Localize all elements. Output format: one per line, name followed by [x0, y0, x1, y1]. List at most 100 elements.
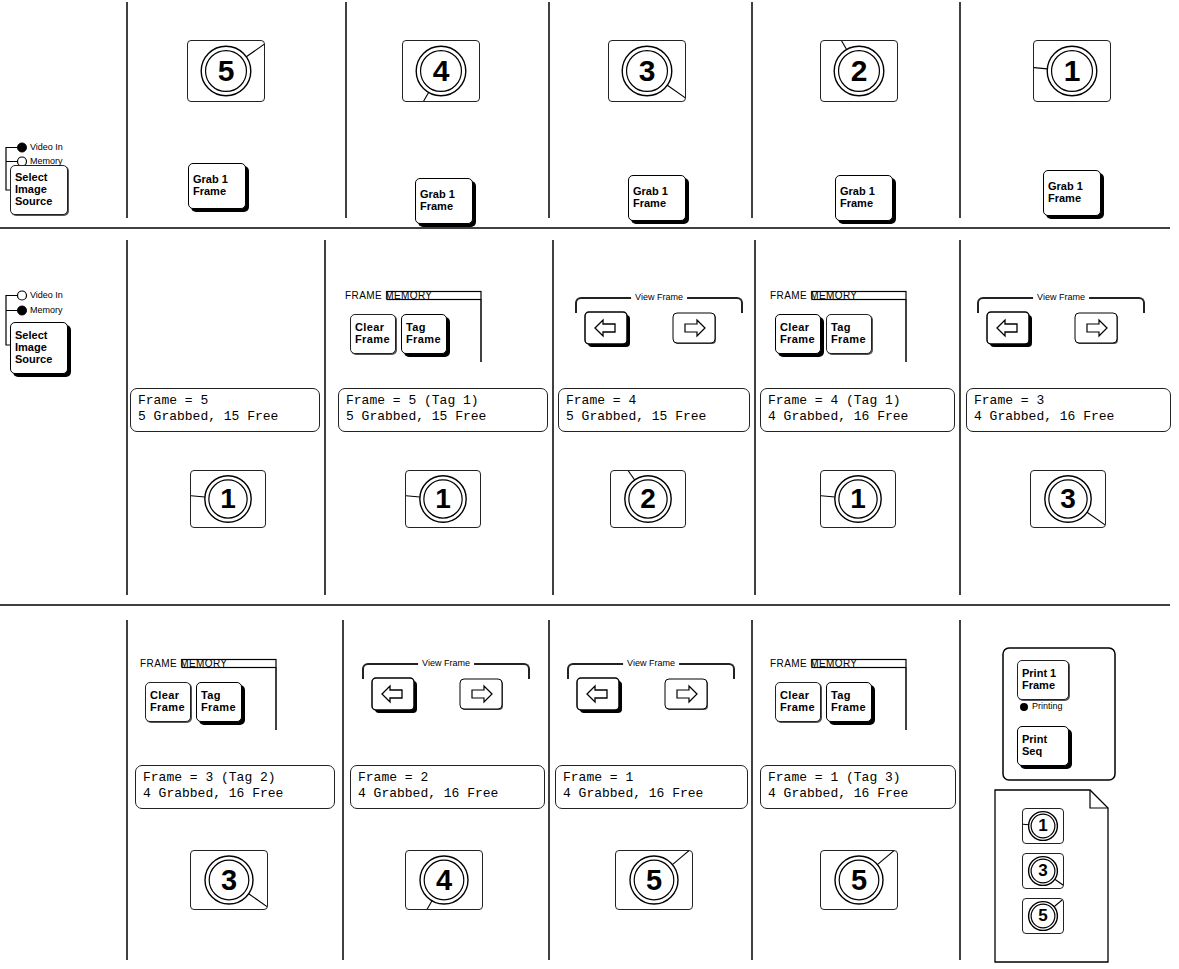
status-line: 4 Grabbed, 16 Free — [768, 786, 948, 802]
screen-frame: 1 — [1033, 40, 1111, 102]
button-label: Grab 1 Frame — [633, 186, 681, 210]
panel-heading: View Frame — [631, 292, 687, 303]
status-line: Frame = 5 (Tag 1) — [346, 393, 540, 409]
clear-button: Clear Frame — [350, 314, 396, 354]
status-line: 4 Grabbed, 16 Free — [768, 409, 947, 425]
status-display: Frame = 24 Grabbed, 16 Free — [350, 765, 545, 809]
clear-button: Clear Frame — [775, 314, 821, 354]
screen-frame: 3 — [1030, 470, 1106, 528]
button-label: Grab 1 Frame — [1048, 181, 1096, 205]
panel-heading: FRAME MEMORY — [345, 290, 432, 302]
tag-button: Tag Frame — [826, 682, 872, 722]
status-line: 4 Grabbed, 16 Free — [358, 786, 537, 802]
panel-heading: FRAME MEMORY — [770, 290, 857, 302]
source-option-label: Memory — [30, 156, 63, 167]
frame-number: 5 — [1038, 906, 1047, 926]
panel-heading: View Frame — [1033, 292, 1089, 303]
button-label: Select Image Source — [15, 172, 63, 208]
frame-number: 5 — [218, 54, 235, 88]
tag-button: Tag Frame — [826, 314, 872, 354]
status-display: Frame = 5 (Tag 1)5 Grabbed, 15 Free — [338, 388, 548, 432]
frame-number: 4 — [433, 54, 450, 88]
print-button: Print Seq — [1017, 726, 1069, 766]
button-label: Grab 1 Frame — [420, 189, 468, 213]
screen-frame: 1 — [820, 470, 896, 528]
screen-frame: 4 — [405, 850, 483, 910]
status-line: Frame = 5 — [138, 393, 312, 409]
frame-memory-panel: Clear Frame Tag Frame FRAME MEMORY — [770, 658, 910, 730]
button-label: Grab 1 Frame — [840, 186, 888, 210]
frame-number: 1 — [220, 483, 236, 515]
frame-memory-panel: Clear Frame Tag Frame FRAME MEMORY — [140, 658, 280, 730]
clear-button: Clear Frame — [775, 682, 821, 722]
panel-heading: View Frame — [623, 658, 679, 669]
screen-frame: 4 — [402, 40, 480, 102]
frame-number: 2 — [640, 483, 656, 515]
screen-frame: 2 — [820, 40, 898, 102]
status-line: Frame = 3 — [974, 393, 1163, 409]
grab-button: Grab 1 Frame — [188, 163, 246, 209]
status-display: Frame = 55 Grabbed, 15 Free — [130, 388, 320, 432]
status-line: Frame = 4 (Tag 1) — [768, 393, 947, 409]
panel-heading: FRAME MEMORY — [770, 658, 857, 670]
screen-frame: 1 — [405, 470, 481, 528]
status-line: Frame = 3 (Tag 2) — [143, 770, 327, 786]
status-display: Frame = 45 Grabbed, 15 Free — [558, 388, 750, 432]
grab-button: Grab 1 Frame — [628, 175, 686, 221]
status-line: Frame = 2 — [358, 770, 537, 786]
button-label: Print Seq — [1022, 734, 1064, 758]
button-label: Select Image Source — [15, 330, 63, 366]
panel-heading: FRAME MEMORY — [140, 658, 227, 670]
frame-number: 5 — [851, 864, 867, 897]
screen-frame: 1 — [190, 470, 266, 528]
frame-number: 2 — [851, 54, 868, 88]
source-button: Select Image Source — [10, 165, 68, 215]
status-display: Frame = 34 Grabbed, 16 Free — [966, 388, 1171, 432]
status-line: 4 Grabbed, 16 Free — [974, 409, 1163, 425]
source-option-label: Video In — [30, 142, 63, 153]
source-option-label: Video In — [30, 290, 63, 301]
status-line: 5 Grabbed, 15 Free — [346, 409, 540, 425]
frame-number: 4 — [436, 864, 452, 897]
frame-number: 1 — [435, 483, 451, 515]
button-label: Grab 1 Frame — [193, 174, 241, 198]
button-label: Clear Frame — [780, 690, 816, 714]
print-thumbnail: 1 — [1022, 808, 1064, 844]
frame-number: 3 — [1060, 483, 1076, 515]
print-thumbnail: 5 — [1022, 898, 1064, 934]
view-frame-panel: View Frame — [565, 658, 737, 718]
tag-button: Tag Frame — [401, 314, 447, 354]
button-label: Print 1 Frame — [1022, 668, 1064, 692]
frame-number: 3 — [221, 864, 237, 897]
print-thumbnail: 3 — [1022, 853, 1064, 889]
clear-button: Clear Frame — [145, 682, 191, 722]
button-label: Clear Frame — [150, 690, 186, 714]
screen-frame: 5 — [187, 40, 265, 102]
status-line: 5 Grabbed, 15 Free — [566, 409, 742, 425]
status-line: Frame = 1 — [563, 770, 740, 786]
screen-frame: 5 — [820, 850, 898, 910]
frame-number: 1 — [1064, 54, 1081, 88]
button-label: Tag Frame — [831, 690, 867, 714]
status-line: Frame = 1 (Tag 3) — [768, 770, 948, 786]
status-line: Frame = 4 — [566, 393, 742, 409]
status-line: 4 Grabbed, 16 Free — [563, 786, 740, 802]
status-display: Frame = 14 Grabbed, 16 Free — [555, 765, 748, 809]
frame-number: 1 — [850, 483, 866, 515]
screen-frame: 3 — [608, 40, 686, 102]
button-label: Tag Frame — [201, 690, 237, 714]
tag-button: Tag Frame — [196, 682, 242, 722]
view-frame-panel: View Frame — [573, 292, 745, 352]
frame-number: 3 — [1038, 861, 1047, 881]
status-display: Frame = 4 (Tag 1)4 Grabbed, 16 Free — [760, 388, 955, 432]
indicator-label: Printing — [1032, 701, 1063, 712]
view-frame-panel: View Frame — [975, 292, 1147, 352]
panel-heading: View Frame — [418, 658, 474, 669]
status-line: 4 Grabbed, 16 Free — [143, 786, 327, 802]
button-label: Tag Frame — [831, 322, 867, 346]
frame-memory-panel: Clear FrameTag Frame FRAME MEMORY — [345, 290, 485, 362]
status-line: 5 Grabbed, 15 Free — [138, 409, 312, 425]
